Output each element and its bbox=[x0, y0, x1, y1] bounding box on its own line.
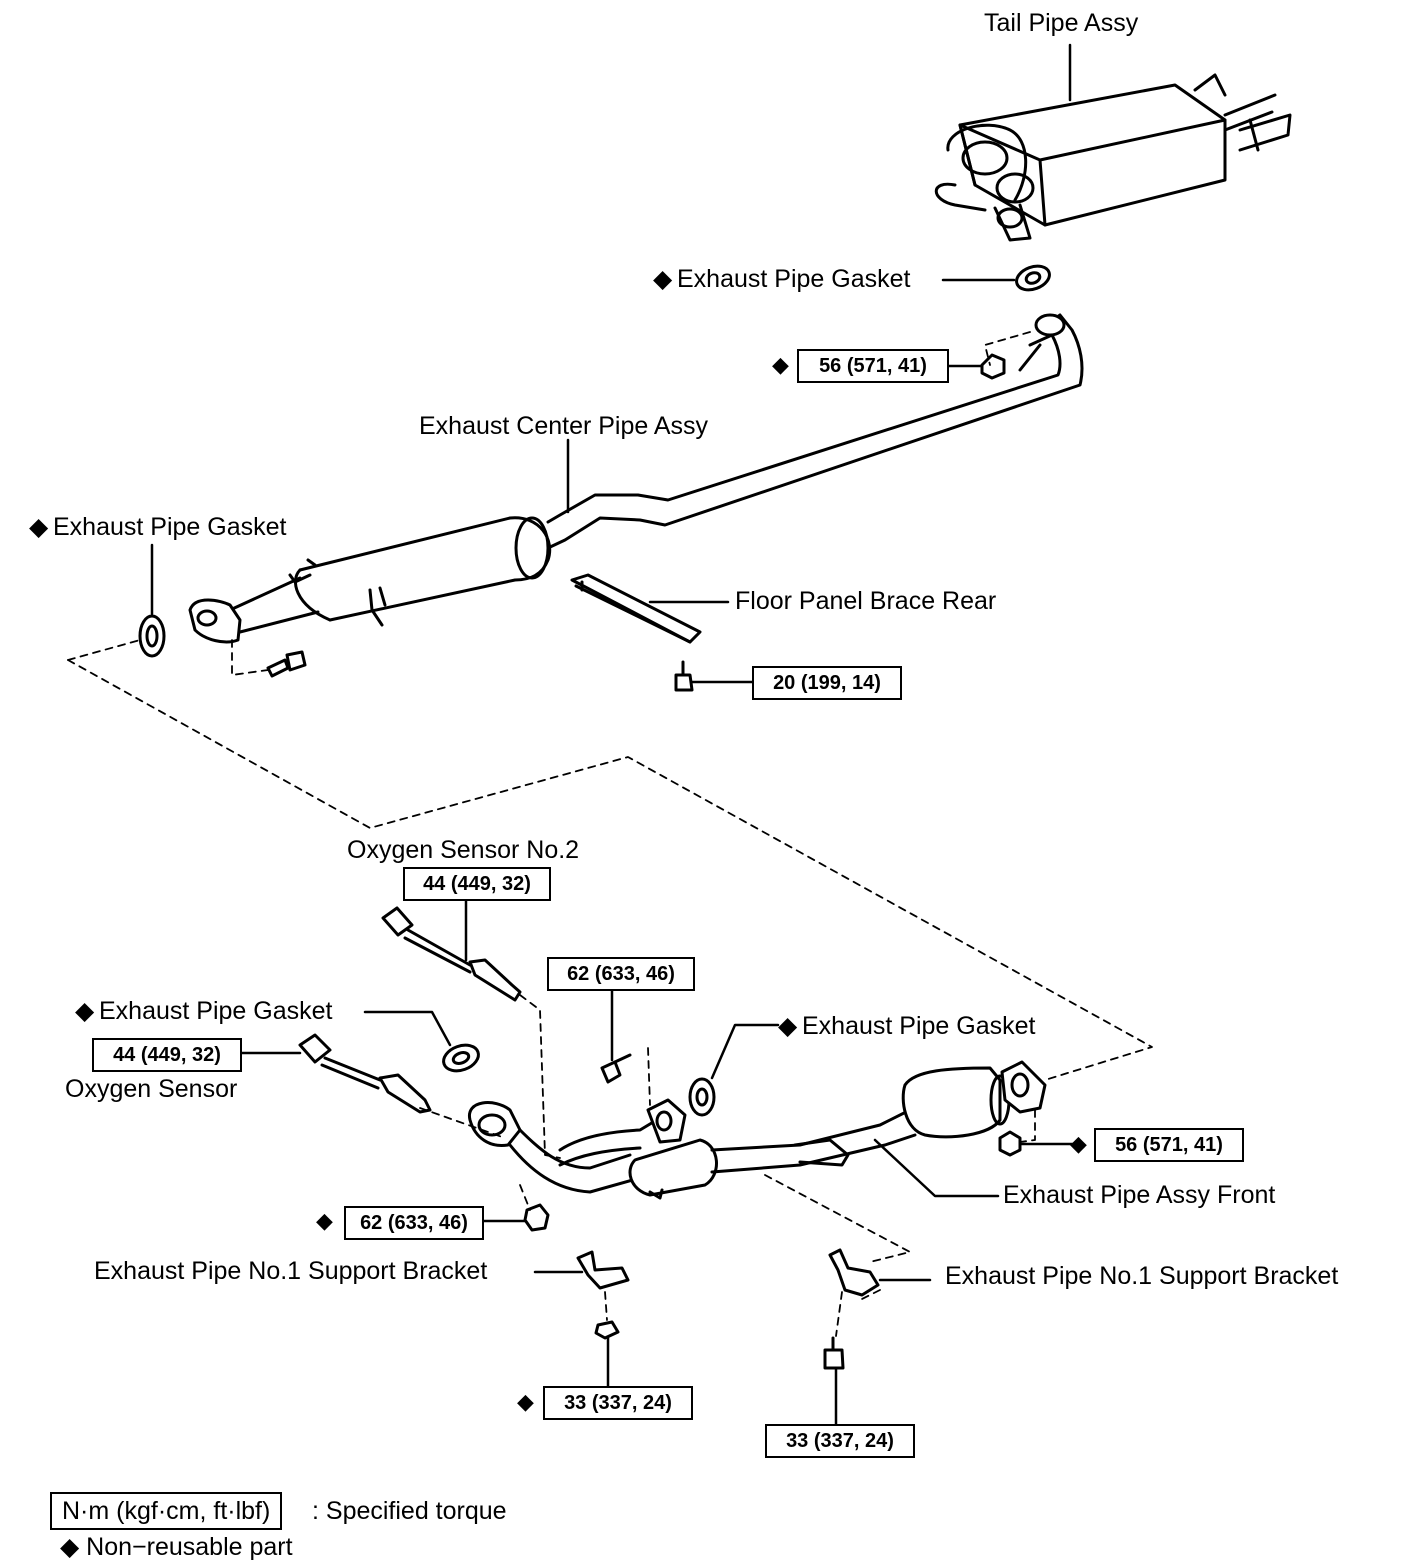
legend-unit-box: N·m (kgf·cm, ft·lbf) bbox=[50, 1492, 283, 1530]
diamond-marker: ◆ bbox=[316, 1208, 333, 1233]
manifold-bolt bbox=[600, 988, 632, 1084]
label-floor-brace: Floor Panel Brace Rear bbox=[735, 587, 997, 615]
label-bracket-right: Exhaust Pipe No.1 Support Bracket bbox=[945, 1262, 1339, 1290]
floor-panel-brace bbox=[570, 573, 730, 644]
label-gasket-left: Exhaust Pipe Gasket bbox=[53, 513, 287, 541]
label-o2-sensor: Oxygen Sensor bbox=[65, 1075, 238, 1103]
diamond-marker: ◆ bbox=[778, 1012, 798, 1040]
label-bracket-left: Exhaust Pipe No.1 Support Bracket bbox=[94, 1257, 488, 1285]
torque-bracket-right-bolt: 33 (337, 24) bbox=[765, 1424, 915, 1458]
bracket-left-nut bbox=[594, 1320, 620, 1390]
dashed-guides bbox=[67, 331, 1153, 1337]
label-tail-pipe: Tail Pipe Assy bbox=[984, 9, 1139, 37]
oxygen-sensor-no2 bbox=[381, 896, 522, 1002]
diamond-marker: ◆ bbox=[75, 997, 95, 1025]
torque-o2-sensor: 44 (449, 32) bbox=[92, 1038, 242, 1072]
label-front-pipe: Exhaust Pipe Assy Front bbox=[1003, 1181, 1276, 1209]
torque-bracket-left-nut: 33 (337, 24) bbox=[543, 1386, 693, 1420]
gasket-left bbox=[138, 543, 166, 658]
label-gasket-top: Exhaust Pipe Gasket bbox=[677, 265, 911, 293]
label-center-pipe: Exhaust Center Pipe Assy bbox=[419, 412, 709, 440]
torque-manifold-bolt: 62 (633, 46) bbox=[547, 957, 695, 991]
torque-o2-sensor-no2: 44 (449, 32) bbox=[403, 867, 551, 901]
oxygen-sensor bbox=[240, 1033, 432, 1114]
manifold-nut bbox=[481, 1203, 550, 1232]
front-flange-nut bbox=[998, 1130, 1077, 1157]
torque-center-flange-nut: 56 (571, 41) bbox=[797, 349, 949, 383]
label-gasket-mid-left: Exhaust Pipe Gasket bbox=[99, 997, 333, 1025]
legend-unit-desc: : Specified torque bbox=[312, 1497, 507, 1525]
brace-bolt bbox=[674, 660, 754, 692]
center-flange-nut bbox=[946, 353, 1006, 380]
gasket-mid-right bbox=[688, 1023, 780, 1117]
support-bracket-right bbox=[828, 1248, 932, 1297]
diamond-marker: ◆ bbox=[772, 352, 789, 377]
legend-nonreusable: ◆ Non−reusable part bbox=[60, 1533, 293, 1561]
diamond-marker: ◆ bbox=[29, 513, 49, 541]
torque-brace-bolt: 20 (199, 14) bbox=[752, 666, 902, 700]
diamond-marker: ◆ bbox=[1070, 1131, 1087, 1156]
support-bracket-left bbox=[533, 1250, 630, 1290]
diamond-marker: ◆ bbox=[653, 265, 673, 293]
center-pipe-assy bbox=[188, 313, 1084, 644]
torque-front-flange-nut: 56 (571, 41) bbox=[1094, 1128, 1244, 1162]
gasket-mid-left bbox=[363, 1010, 480, 1073]
front-pipe-assy bbox=[468, 1060, 1047, 1200]
diamond-marker: ◆ bbox=[517, 1389, 534, 1414]
gasket-top bbox=[941, 264, 1051, 292]
torque-manifold-nut: 62 (633, 46) bbox=[344, 1206, 484, 1240]
label-gasket-mid-right: Exhaust Pipe Gasket bbox=[802, 1012, 1036, 1040]
tail-pipe-muffler bbox=[934, 43, 1292, 242]
bracket-right-bolt bbox=[823, 1336, 845, 1427]
label-o2-sensor-no2: Oxygen Sensor No.2 bbox=[347, 836, 580, 864]
flange-bolt-left bbox=[266, 650, 307, 678]
